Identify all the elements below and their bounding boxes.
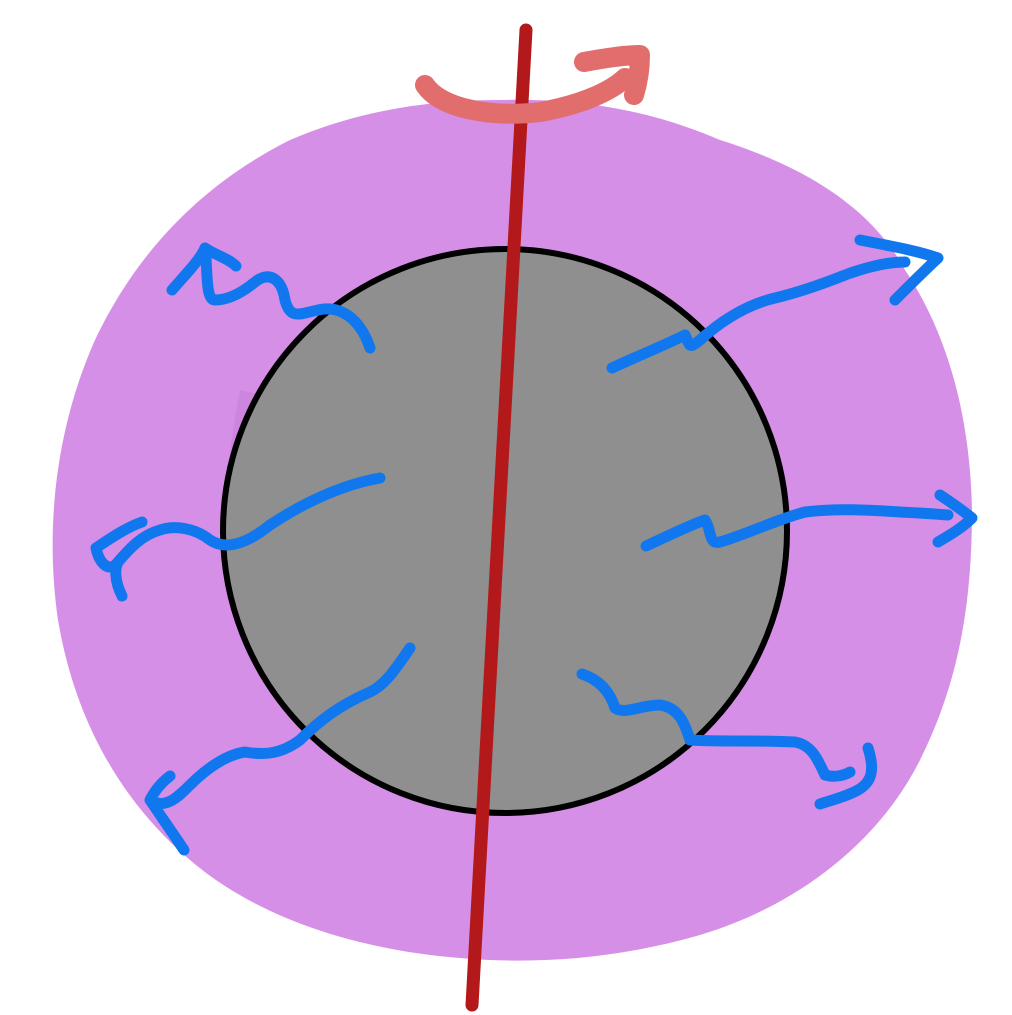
curved-rotation-arrow [425,55,640,114]
